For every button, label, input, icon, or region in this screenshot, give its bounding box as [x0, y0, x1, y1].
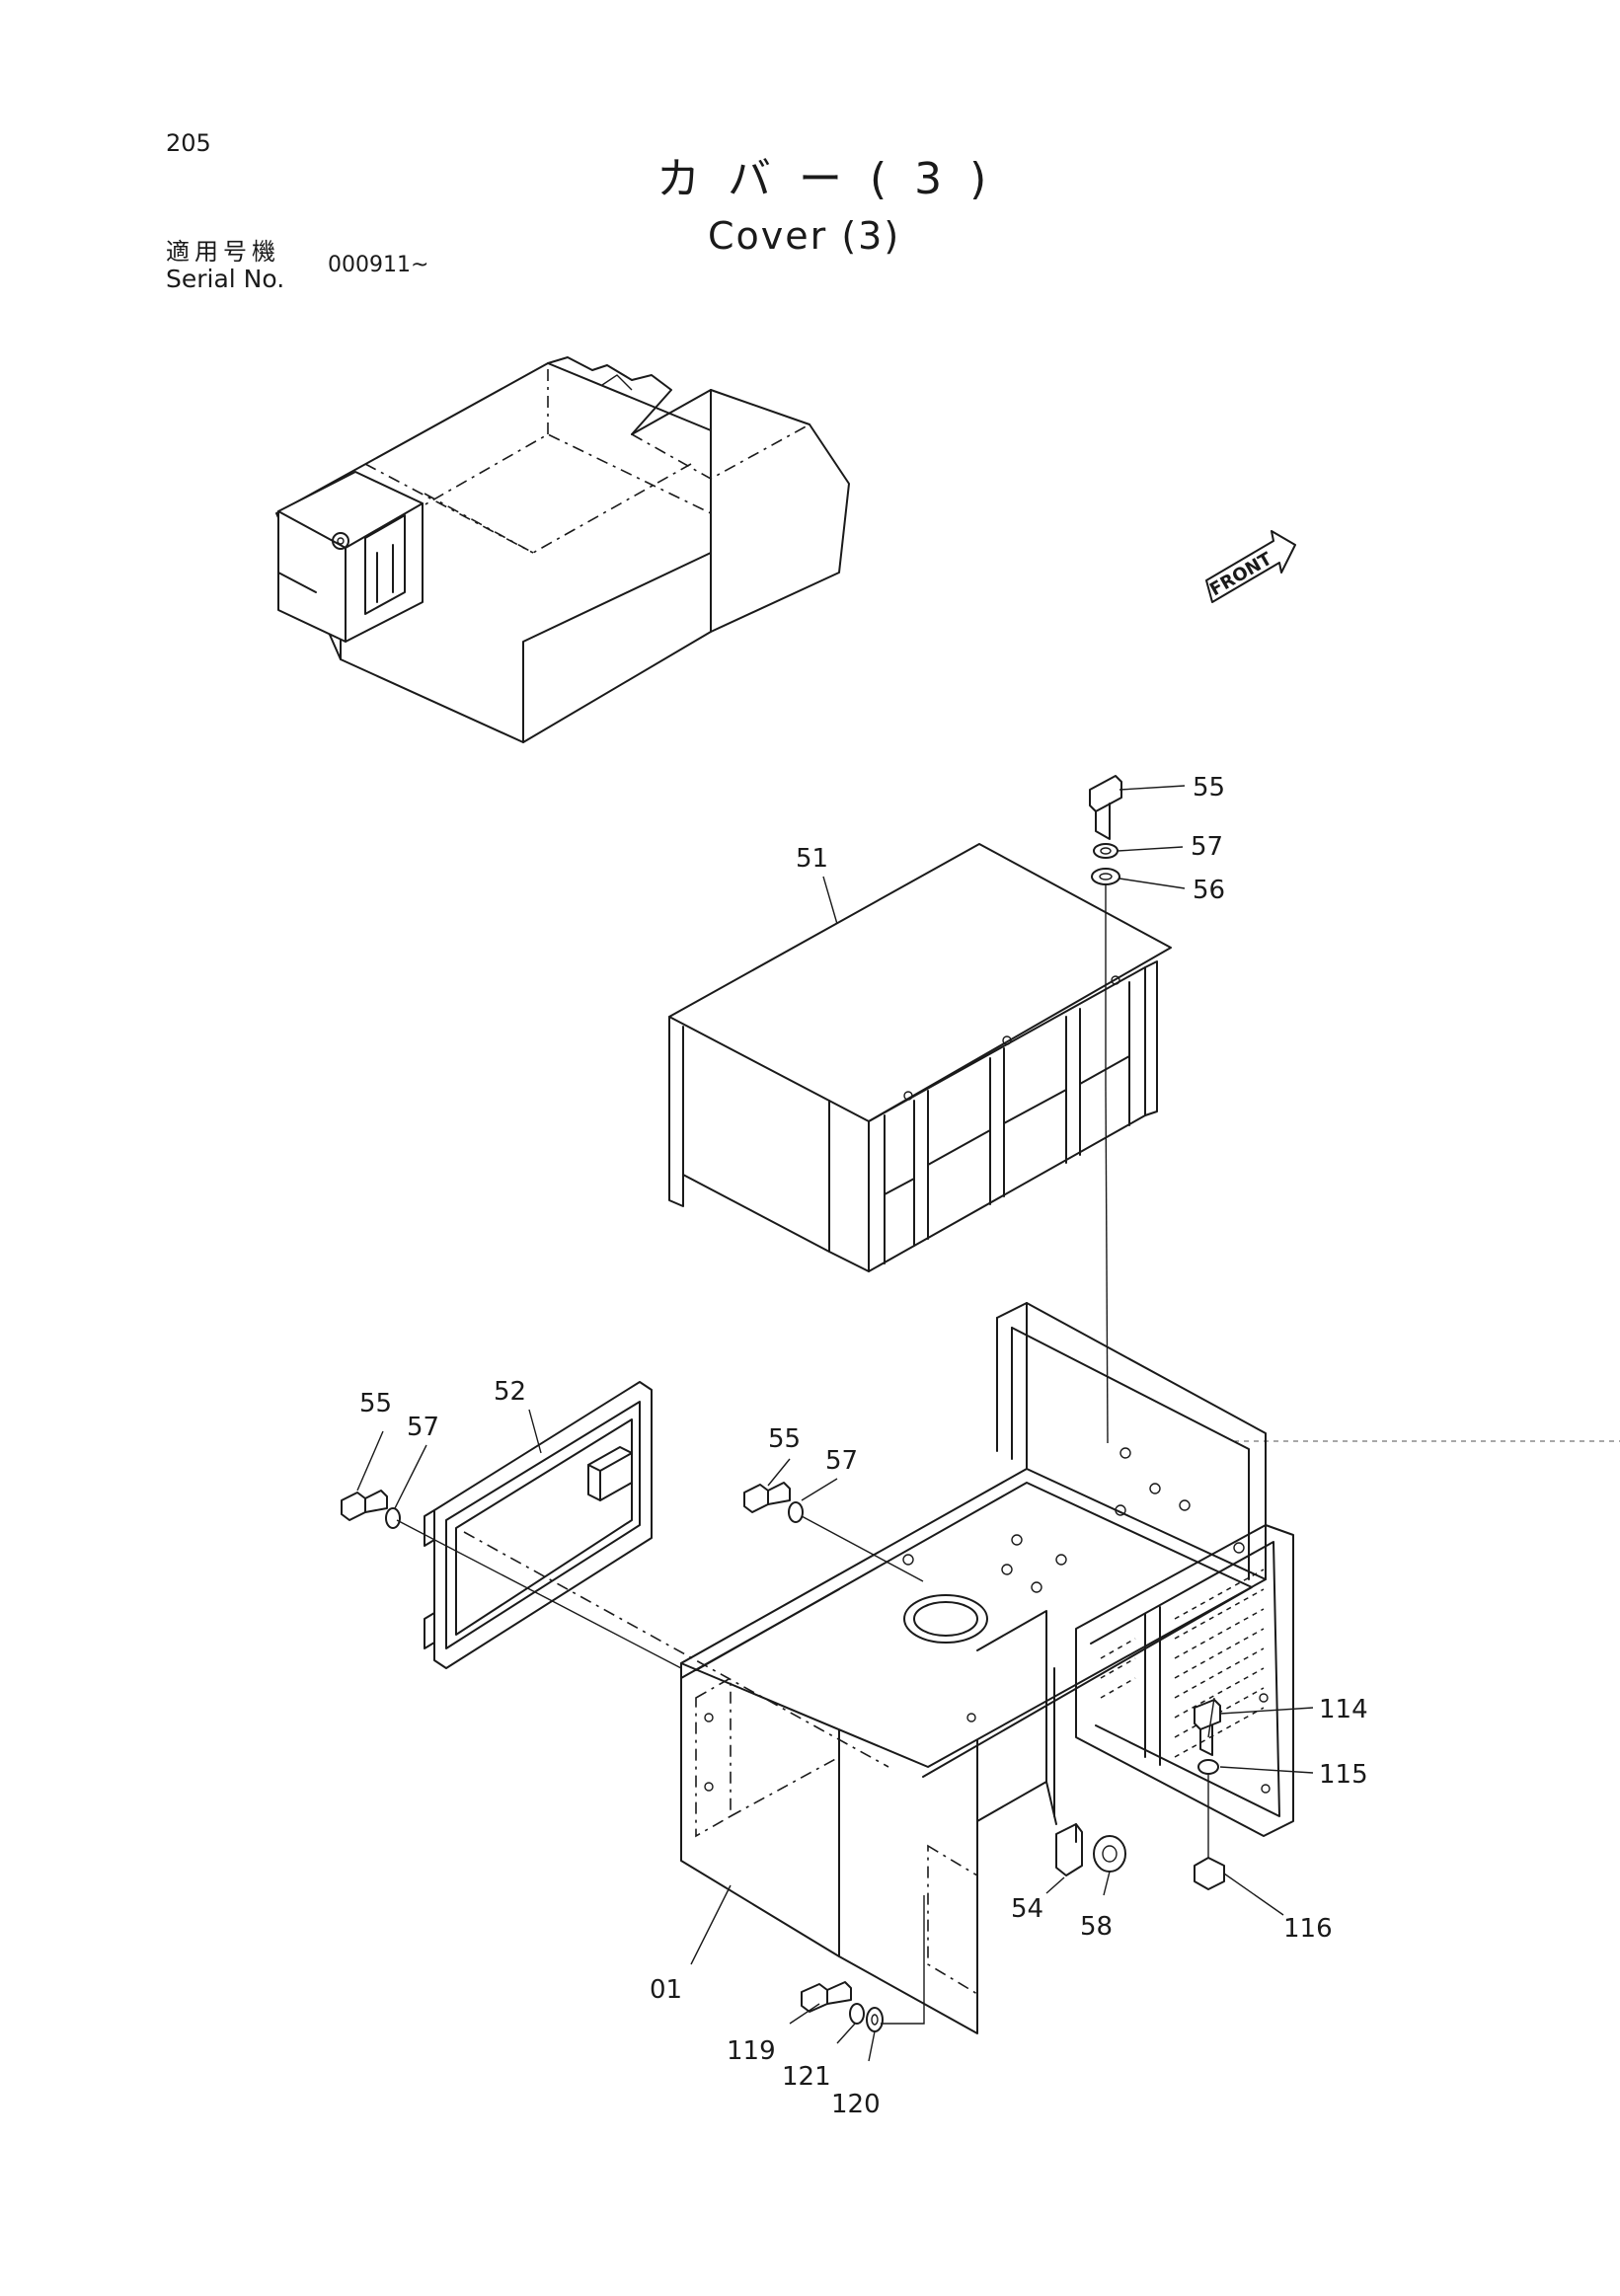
callout-51: 51 [796, 844, 828, 874]
page-number: 205 [166, 129, 211, 157]
callout-55-top: 55 [1193, 773, 1225, 803]
callout-57-left: 57 [407, 1413, 439, 1442]
callout-57-top: 57 [1191, 832, 1223, 862]
page-title-japanese: カバー(3) [656, 154, 1015, 204]
callout-58: 58 [1080, 1912, 1113, 1942]
callout-leader-lines [356, 785, 1314, 2062]
callout-56: 56 [1193, 876, 1225, 905]
part-callouts: 55 57 56 51 52 55 57 55 57 114 115 116 5… [359, 773, 1368, 2119]
part-52-side-door [424, 1381, 653, 1669]
callout-121: 121 [782, 2062, 831, 2092]
serial-number-range: 000911~ [328, 253, 429, 277]
machine-overview-drawing [275, 356, 850, 743]
assembly-guide-lines [396, 884, 1620, 2025]
serial-label-japanese: 適用号機 [166, 238, 280, 266]
callout-55-mid: 55 [768, 1424, 801, 1454]
callout-55-left: 55 [359, 1389, 392, 1418]
callout-57-mid: 57 [825, 1446, 858, 1476]
callout-119: 119 [727, 2036, 776, 2066]
serial-label: Serial No. [166, 265, 285, 293]
callout-52: 52 [494, 1377, 526, 1407]
callout-01: 01 [650, 1975, 682, 2005]
callout-116: 116 [1283, 1914, 1333, 1944]
part-51-top-cover [668, 843, 1172, 1272]
part-01-main-cover [680, 1302, 1294, 2034]
front-direction-arrow: FRONT [1205, 530, 1296, 603]
callout-114: 114 [1319, 1695, 1368, 1724]
page-title: Cover (3) [708, 214, 901, 258]
callout-115: 115 [1319, 1760, 1368, 1790]
callout-120: 120 [831, 2090, 881, 2119]
callout-54: 54 [1011, 1894, 1043, 1924]
